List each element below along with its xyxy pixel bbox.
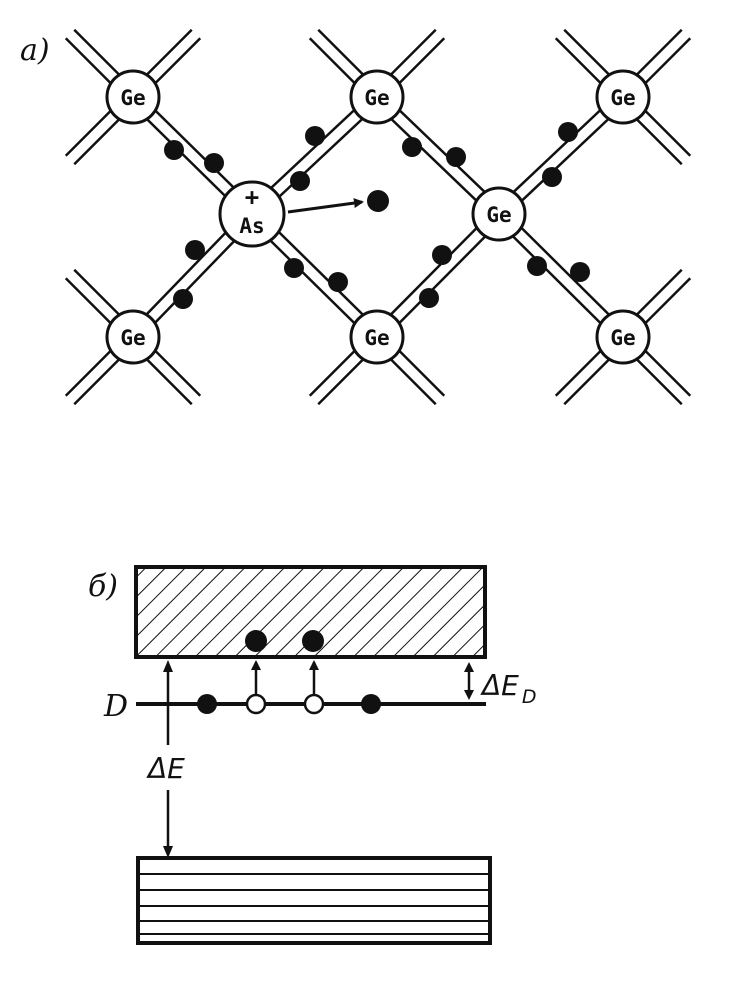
bond-electron — [185, 240, 205, 260]
atom-ge-4: Ge — [471, 186, 527, 242]
ionized-donor — [303, 693, 325, 715]
donor-level-label: D — [103, 689, 128, 724]
atom-ge-1: Ge — [105, 69, 161, 125]
panel-b-label: б) — [88, 569, 118, 604]
panel-a-label: a) — [20, 33, 50, 68]
atom-ge-2: Ge — [349, 69, 405, 125]
bond-electron — [305, 126, 325, 146]
svg-text:Ge: Ge — [364, 86, 389, 110]
bond — [502, 100, 628, 220]
bond-electron — [290, 171, 310, 191]
as-charge: + — [245, 183, 259, 211]
bond-electron — [402, 137, 422, 157]
donor-electron — [361, 694, 381, 714]
bond-electron — [542, 167, 562, 187]
bond-electron — [173, 289, 193, 309]
bond — [380, 91, 505, 211]
free-electron-group — [287, 190, 389, 214]
atom-ge-6: Ge — [349, 309, 405, 365]
lattice-bonds — [64, 28, 692, 406]
panel-a: a) Ge Ge Ge + — [20, 28, 692, 406]
bond — [371, 100, 496, 220]
bond-electron — [527, 256, 547, 276]
donor-electron — [197, 694, 217, 714]
svg-text:Ge: Ge — [610, 326, 635, 350]
free-electron-arrow — [287, 198, 364, 214]
bond-electron — [570, 262, 590, 282]
bond-electron — [558, 122, 578, 142]
atom-ge-3: Ge — [595, 69, 651, 125]
conduction-electron — [245, 630, 267, 652]
ionized-donor — [245, 693, 267, 715]
bond-electron — [446, 147, 466, 167]
svg-text:Ge: Ge — [610, 86, 635, 110]
svg-text:Ge: Ge — [120, 326, 145, 350]
bond — [493, 217, 620, 343]
bond-electron — [432, 245, 452, 265]
bond-electron — [419, 288, 439, 308]
atom-ge-7: Ge — [595, 309, 651, 365]
svg-text:Ge: Ge — [364, 326, 389, 350]
svg-text:Ge: Ge — [120, 86, 145, 110]
bond-electron — [164, 140, 184, 160]
bond — [371, 208, 496, 334]
band-gap-arrow-up — [163, 660, 173, 672]
donor-gap-arrow-up — [464, 662, 474, 672]
bond — [502, 208, 629, 334]
bond-electron — [328, 272, 348, 292]
valence-band — [136, 856, 492, 945]
bond-electron — [284, 258, 304, 278]
bond-electron — [204, 153, 224, 173]
atom-as: + As — [218, 180, 286, 248]
free-electron — [367, 190, 389, 212]
bond-electrons — [164, 122, 590, 309]
svg-text:Ge: Ge — [486, 203, 511, 227]
donor-gap-arrow-down — [464, 690, 474, 700]
atom-ge-5: Ge — [105, 309, 161, 365]
bond — [380, 217, 505, 343]
lattice-atoms: Ge Ge Ge + As Ge Ge — [105, 69, 651, 365]
band-gap-arrow-down — [163, 846, 173, 858]
band-gap-label: ΔE — [146, 752, 185, 785]
svg-text:As: As — [239, 214, 264, 238]
bond — [494, 91, 620, 211]
conduction-electron — [302, 630, 324, 652]
